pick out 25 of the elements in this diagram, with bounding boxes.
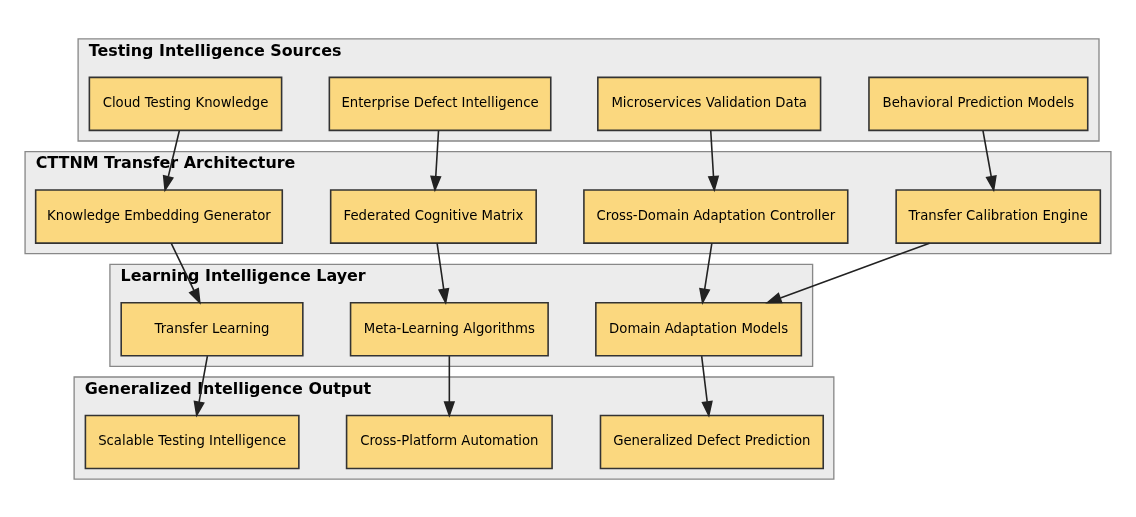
node-box: Transfer Learning: [120, 301, 304, 357]
arrow: [193, 354, 209, 418]
node-box: Microservices Validation Data: [597, 76, 822, 131]
node-box: Knowledge Embedding Generator: [34, 188, 284, 244]
node-box: Cross-Domain Adaptation Controller: [583, 188, 849, 244]
arrow: [430, 129, 442, 192]
arrow: [700, 354, 713, 418]
arrow: [707, 129, 720, 192]
node-box: Meta-Learning Algorithms: [349, 301, 549, 357]
arrow: [982, 129, 997, 192]
node-box: Cross-Platform Automation: [345, 414, 553, 469]
node-box: Scalable Testing Intelligence: [84, 414, 300, 469]
node-box: Transfer Calibration Engine: [895, 188, 1102, 244]
node-box: Domain Adaptation Models: [595, 301, 803, 357]
node-box: Enterprise Defect Intelligence: [328, 76, 552, 131]
node-box: Behavioral Prediction Models: [868, 76, 1089, 131]
arrow: [436, 242, 450, 305]
arrow: [443, 354, 456, 418]
arrow: [170, 242, 201, 305]
arrow: [765, 241, 931, 303]
arrow: [162, 129, 181, 192]
arrow: [699, 242, 713, 305]
node-box: Generalized Defect Prediction: [599, 414, 824, 469]
node-box: Federated Cognitive Matrix: [329, 188, 537, 244]
node-box: Cloud Testing Knowledge: [88, 76, 283, 131]
